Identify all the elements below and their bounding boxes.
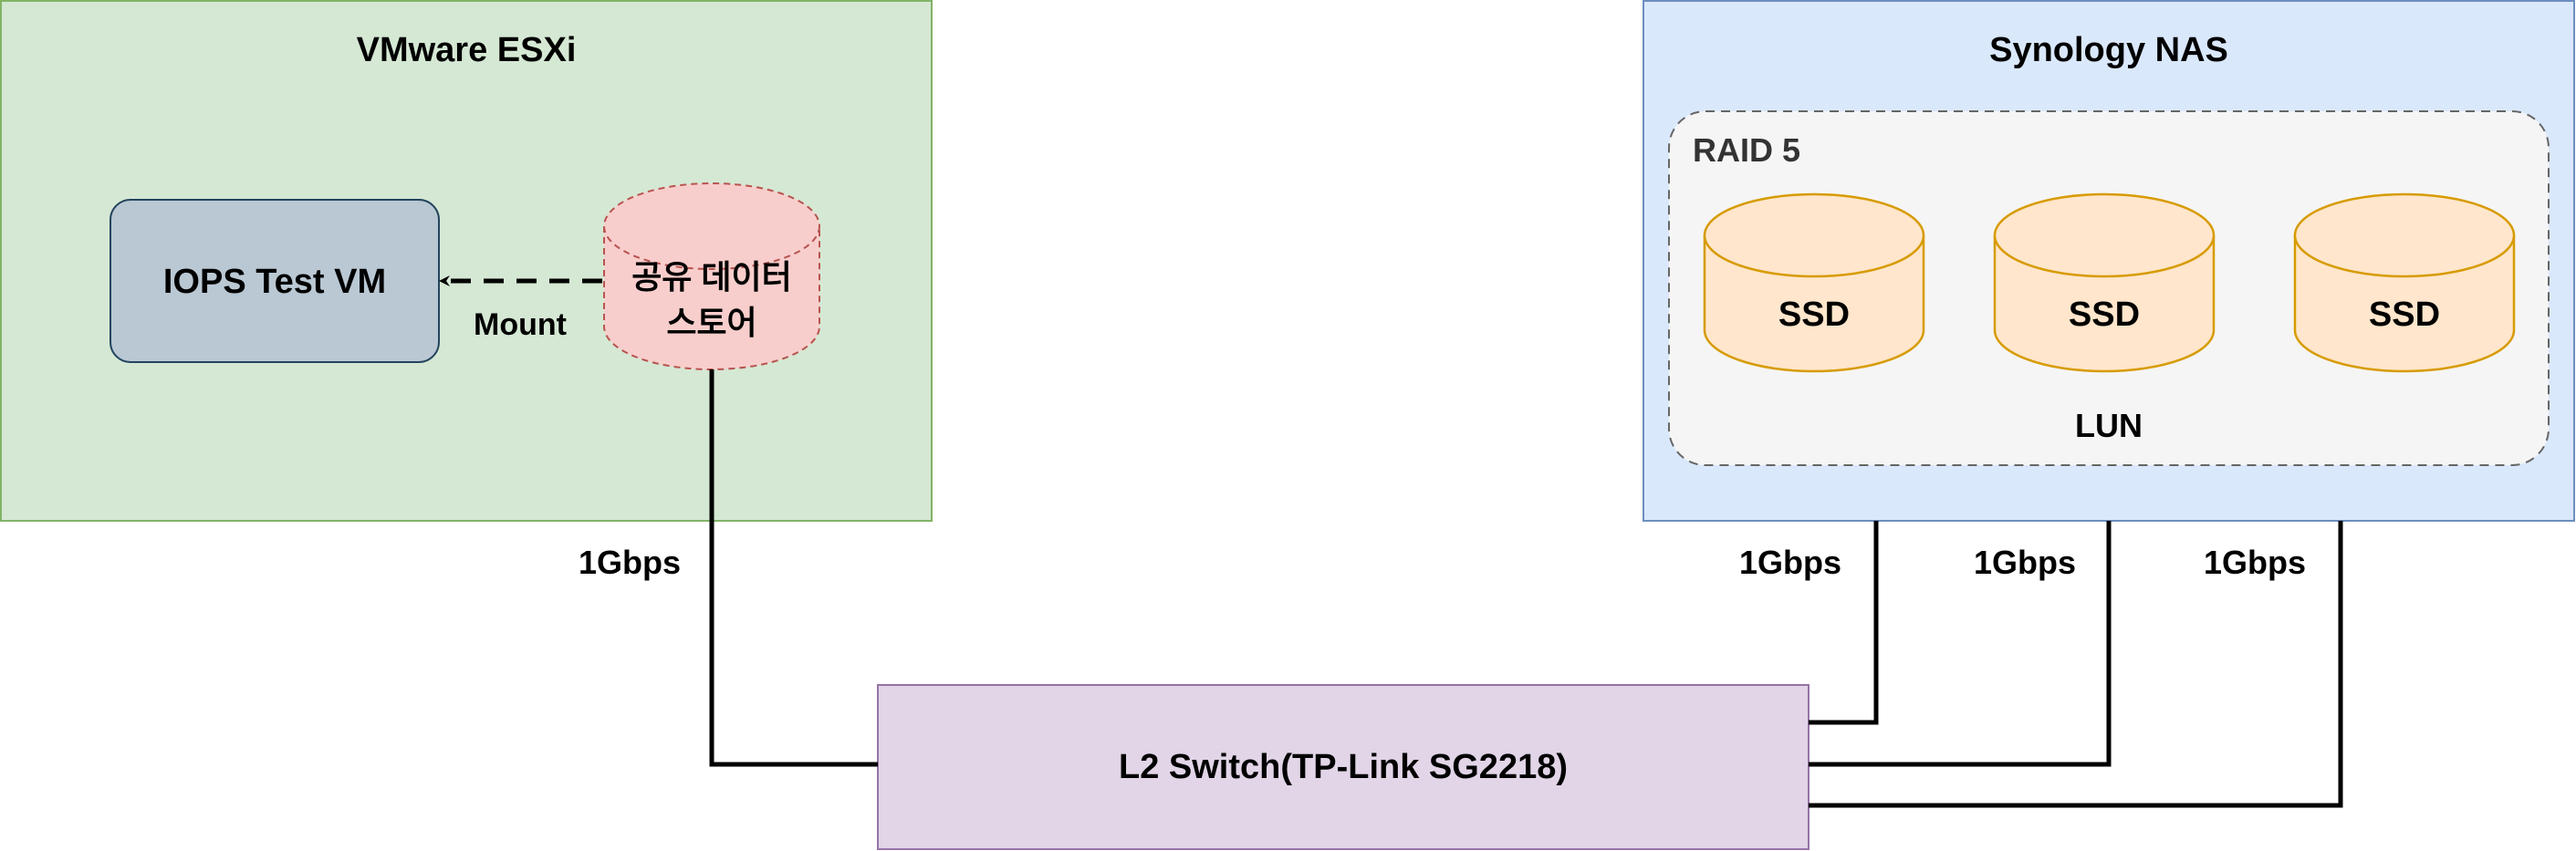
datastore-label-line2: 스토어 (666, 304, 756, 341)
mount-label: Mount (474, 307, 567, 342)
speed-label-nas-2: 1Gbps (1974, 544, 2076, 581)
ssd-label-2: SSD (2069, 296, 2140, 334)
link-nas-switch-2 (1809, 521, 2112, 767)
link-esxi-switch (709, 369, 878, 767)
ssd-label-1: SSD (1778, 296, 1850, 334)
raid-label: RAID 5 (1693, 131, 1800, 169)
lun-label: LUN (2075, 407, 2143, 444)
datastore-label-line1: 공유 데이터 (631, 258, 792, 296)
speed-label-nas-3: 1Gbps (2204, 544, 2306, 581)
ssd-label-3: SSD (2369, 296, 2440, 334)
nas-group: Synology NAS RAID 5 SSD SSD SSD LUN (1643, 0, 2575, 522)
nas-title: Synology NAS (1989, 31, 2228, 69)
speed-label-esxi: 1Gbps (579, 544, 681, 581)
vm-label: IOPS Test VM (163, 263, 386, 301)
switch-label: L2 Switch(TP-Link SG2218) (1119, 748, 1568, 786)
ssd-disk-2[interactable] (1993, 192, 2216, 373)
link-nas-switch-1 (1809, 521, 1879, 725)
link-nas-switch-3 (1809, 521, 2343, 808)
ssd-disk-1[interactable] (1703, 192, 1925, 373)
speed-label-nas-1: 1Gbps (1739, 544, 1841, 581)
esxi-title: VMware ESXi (357, 31, 577, 69)
esxi-host-group: VMware ESXi IOPS Test VM 공유 데이터 스토어 Moun… (0, 0, 933, 522)
ssd-disk-3[interactable] (2293, 192, 2516, 373)
datastore-cylinder[interactable] (603, 182, 820, 370)
switch-box[interactable] (877, 684, 1809, 850)
